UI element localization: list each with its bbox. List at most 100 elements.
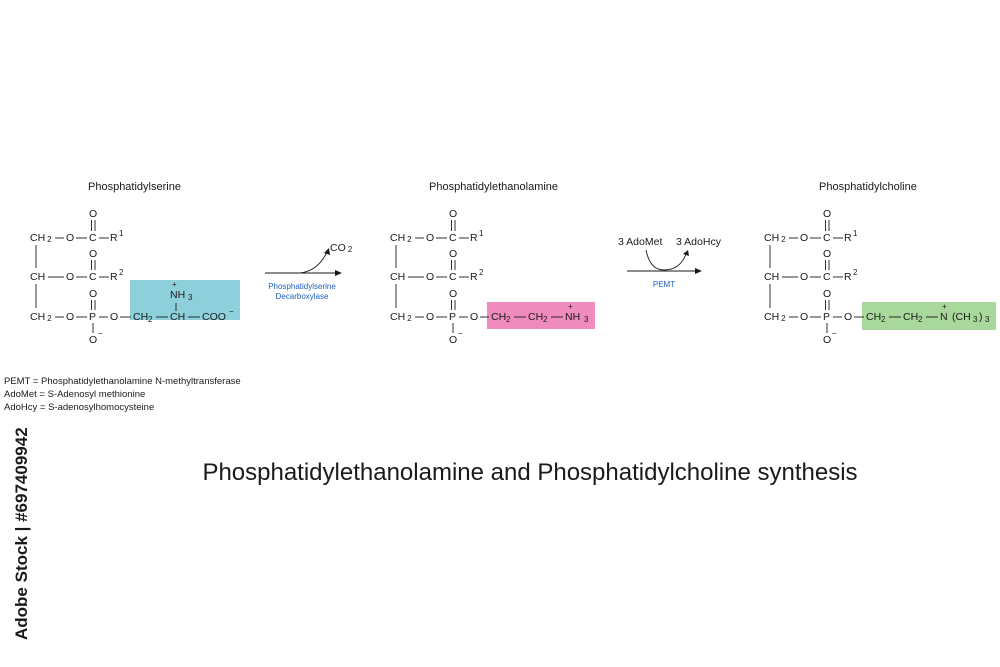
svg-text:R: R <box>844 271 852 283</box>
svg-text:CH: CH <box>764 271 779 283</box>
svg-text:1: 1 <box>479 229 484 238</box>
svg-text:CH2: CH2 <box>764 311 786 323</box>
svg-text:2: 2 <box>148 315 153 324</box>
svg-text:(CH: (CH <box>952 311 971 323</box>
svg-text:−: − <box>229 307 234 316</box>
svg-text:O: O <box>426 271 434 283</box>
svg-text:O: O <box>449 334 457 346</box>
enzyme-label-line2: Decarboxylase <box>276 292 329 301</box>
svg-text:O: O <box>426 232 434 244</box>
svg-text:CH: CH <box>170 311 185 323</box>
svg-text:O: O <box>823 248 831 260</box>
svg-text:O: O <box>449 248 457 260</box>
svg-text:P: P <box>823 311 830 323</box>
svg-text:2: 2 <box>543 315 548 324</box>
svg-text:O: O <box>823 334 831 346</box>
svg-text:3: 3 <box>985 315 990 324</box>
svg-text:O: O <box>89 208 97 220</box>
svg-text:CH: CH <box>491 311 506 323</box>
svg-text:−: − <box>458 329 463 338</box>
svg-text:P: P <box>449 311 456 323</box>
molecule-title: Phosphatidylethanolamine <box>429 181 558 193</box>
svg-text:O: O <box>844 311 852 323</box>
svg-text:R: R <box>470 271 478 283</box>
svg-text:C: C <box>89 271 97 283</box>
svg-text:1: 1 <box>853 229 858 238</box>
svg-text:C: C <box>823 271 831 283</box>
svg-text:O: O <box>66 271 74 283</box>
svg-text:CH2: CH2 <box>764 232 786 244</box>
substrate-label: 3 AdoMet <box>618 236 662 248</box>
svg-text:3: 3 <box>188 293 193 302</box>
svg-text:CH: CH <box>903 311 918 323</box>
svg-text:O: O <box>823 208 831 220</box>
svg-text:O: O <box>89 334 97 346</box>
svg-text:O: O <box>110 311 118 323</box>
enzyme-label: PEMT <box>653 280 675 289</box>
svg-text:+: + <box>568 302 573 311</box>
diagram-title: Phosphatidylethanolamine and Phosphatidy… <box>202 459 857 486</box>
svg-text:2: 2 <box>506 315 511 324</box>
svg-text:O: O <box>449 208 457 220</box>
svg-text:C: C <box>449 232 457 244</box>
svg-text:O: O <box>66 311 74 323</box>
svg-text:CH: CH <box>30 271 45 283</box>
svg-text:CH2: CH2 <box>390 232 412 244</box>
svg-text:+: + <box>942 302 947 311</box>
svg-text:+: + <box>172 280 177 289</box>
svg-text:): ) <box>979 311 983 323</box>
stock-watermark-label: Adobe Stock | #697409942 <box>12 427 31 640</box>
svg-text:C: C <box>89 232 97 244</box>
svg-text:O: O <box>66 232 74 244</box>
svg-text:R: R <box>844 232 852 244</box>
svg-text:O: O <box>89 248 97 260</box>
svg-text:CH2: CH2 <box>30 311 52 323</box>
svg-text:NH: NH <box>565 311 580 323</box>
enzyme-label-line1: Phosphatidylserine <box>268 282 336 291</box>
svg-text:2: 2 <box>881 315 886 324</box>
molecule-title: Phosphatidylserine <box>88 181 181 193</box>
phosphorus-atom: P <box>89 311 96 323</box>
svg-text:R: R <box>470 232 478 244</box>
svg-text:1: 1 <box>119 229 124 238</box>
molecule-title: Phosphatidylcholine <box>819 181 917 193</box>
svg-text:CH: CH <box>866 311 881 323</box>
abbreviation-legend: PEMT = Phosphatidylethanolamine N-methyl… <box>4 376 241 413</box>
svg-text:2: 2 <box>918 315 923 324</box>
svg-text:3: 3 <box>973 315 978 324</box>
svg-text:CH2: CH2 <box>390 311 412 323</box>
svg-text:O: O <box>800 311 808 323</box>
svg-text:R: R <box>110 232 118 244</box>
reaction-pemt: 3 AdoMet 3 AdoHcy PEMT <box>618 236 722 289</box>
svg-text:R: R <box>110 271 118 283</box>
headgroup-highlight <box>862 302 996 330</box>
svg-text:O: O <box>800 232 808 244</box>
svg-text:O: O <box>89 288 97 300</box>
svg-text:2: 2 <box>119 268 124 277</box>
svg-text:COO: COO <box>202 311 226 323</box>
svg-text:O: O <box>449 288 457 300</box>
svg-text:C: C <box>449 271 457 283</box>
headgroup-highlight <box>487 302 595 329</box>
svg-text:2: 2 <box>479 268 484 277</box>
headgroup-highlight <box>130 280 240 320</box>
svg-text:CH: CH <box>528 311 543 323</box>
svg-text:C: C <box>823 232 831 244</box>
svg-text:−: − <box>832 329 837 338</box>
svg-text:−: − <box>98 329 103 338</box>
svg-text:O: O <box>470 311 478 323</box>
svg-text:3: 3 <box>584 315 589 324</box>
svg-text:CH: CH <box>133 311 148 323</box>
svg-text:NH: NH <box>170 289 185 301</box>
byproduct-label: 3 AdoHcy <box>676 236 722 248</box>
legend-item: AdoMet = S-Adenosyl methionine <box>4 389 145 400</box>
svg-text:O: O <box>800 271 808 283</box>
svg-text:N: N <box>940 311 948 323</box>
